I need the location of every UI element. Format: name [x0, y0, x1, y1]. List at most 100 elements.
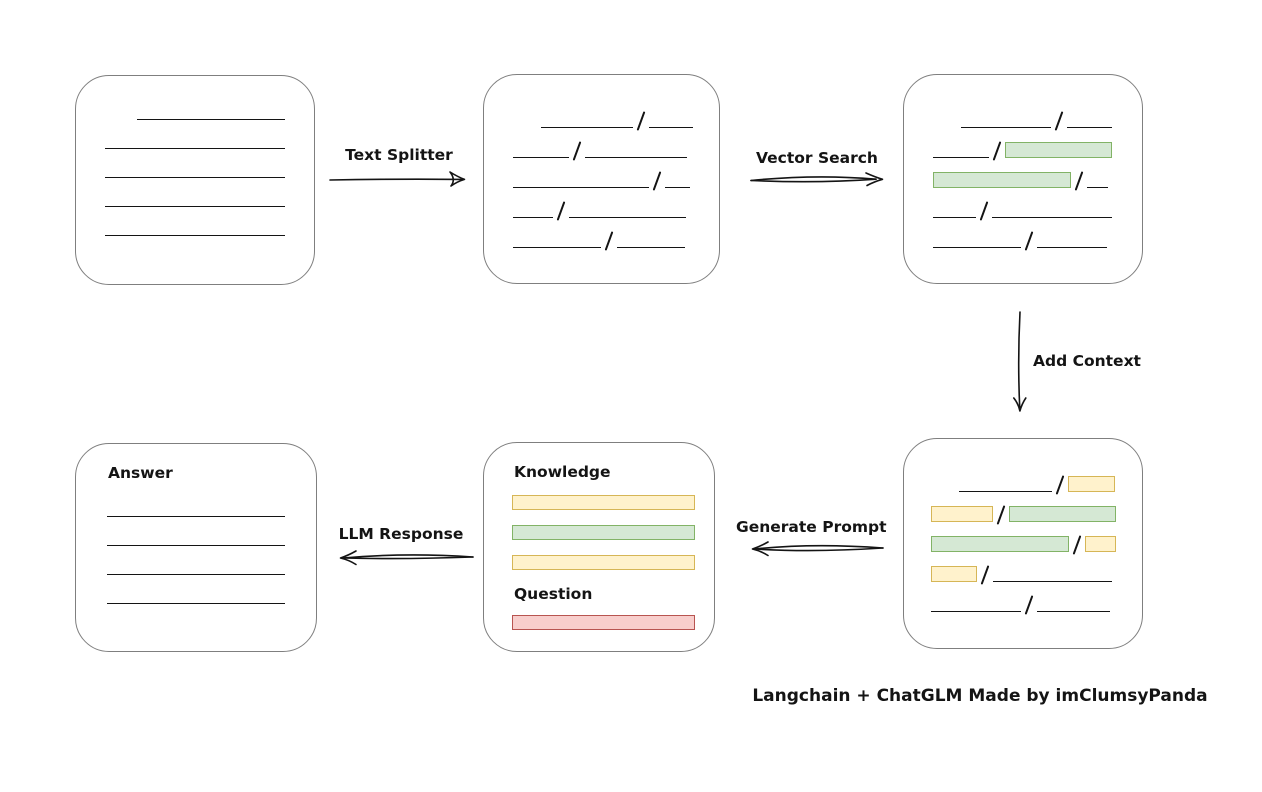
arrow-line — [342, 556, 474, 560]
text-line — [105, 148, 285, 149]
arrow-line — [342, 554, 474, 559]
slash-separator — [1024, 595, 1034, 615]
text-splitter-label: Text Splitter — [345, 146, 453, 164]
text-line — [105, 177, 285, 178]
chunk-row — [931, 535, 1142, 555]
text-line — [513, 247, 601, 248]
arrow-line — [329, 178, 464, 181]
prompt-bar-yellow — [512, 495, 695, 510]
add-context-label: Add Context — [1033, 352, 1141, 370]
slash-separator — [1024, 231, 1034, 251]
text-line — [107, 574, 285, 575]
chunk-row — [931, 565, 1142, 585]
text-line — [933, 247, 1021, 248]
knowledge-label: Knowledge — [514, 463, 611, 481]
chunk-row — [931, 475, 1142, 495]
text-line — [1037, 611, 1110, 612]
add-context-arrow — [1013, 311, 1027, 412]
chunk-row — [933, 201, 1142, 221]
text-line — [513, 217, 553, 218]
chunk-row — [933, 141, 1142, 161]
source-document-node — [75, 75, 315, 285]
text-line — [569, 217, 686, 218]
text-line — [107, 545, 285, 546]
arrow-line — [750, 176, 877, 182]
text-line — [107, 603, 285, 604]
context-chunks-node — [903, 438, 1143, 649]
text-line — [1087, 187, 1108, 188]
slash-separator — [1072, 535, 1082, 555]
slash-separator — [556, 201, 566, 221]
slash-separator — [1074, 171, 1084, 191]
arrow-head — [339, 550, 357, 566]
text-line — [617, 247, 685, 248]
arrow-line — [754, 544, 884, 550]
vector-matched-chunks-node — [903, 74, 1143, 284]
vector-search-label: Vector Search — [756, 149, 878, 167]
slash-separator — [992, 141, 1002, 161]
slash-separator — [1055, 475, 1065, 495]
chunk-yellow — [931, 506, 993, 522]
chunk-row — [931, 595, 1142, 615]
chunk-row — [513, 111, 719, 131]
text-line — [933, 217, 976, 218]
chunk-row — [933, 171, 1142, 191]
question-label: Question — [514, 585, 593, 603]
text-line — [105, 235, 285, 236]
generate-prompt-arrow — [751, 541, 884, 557]
text-line — [961, 127, 1051, 128]
chunk-green — [1005, 142, 1112, 158]
chunk-green — [933, 172, 1071, 188]
arrow-line — [754, 547, 884, 552]
slash-separator — [636, 111, 646, 131]
prompt-node: Knowledge Question — [483, 442, 715, 652]
slash-separator — [604, 231, 614, 251]
text-line — [933, 157, 989, 158]
arrow-line — [750, 178, 877, 183]
text-line — [585, 157, 687, 158]
answer-lines — [107, 516, 316, 604]
slash-separator — [980, 565, 990, 585]
text-line — [105, 206, 285, 207]
prompt-bar-red — [512, 615, 695, 630]
text-line — [137, 119, 285, 120]
arrow-line — [1017, 311, 1021, 410]
prompt-bar-yellow — [512, 555, 695, 570]
chunk-row — [933, 231, 1142, 251]
text-line — [513, 157, 569, 158]
chunk-row — [513, 141, 719, 161]
credit-caption: Langchain + ChatGLM Made by imClumsyPand… — [752, 686, 1208, 706]
prompt-bar-green — [512, 525, 695, 540]
arrow-head — [449, 171, 466, 187]
arrow-head — [865, 172, 884, 187]
llm-response-arrow — [339, 550, 474, 566]
chunk-yellow — [931, 566, 977, 582]
generate-prompt-label: Generate Prompt — [736, 518, 887, 536]
text-line — [1067, 127, 1112, 128]
answer-node: Answer — [75, 443, 317, 652]
chunk-yellow — [1085, 536, 1116, 552]
text-line — [541, 127, 633, 128]
text-line — [959, 491, 1052, 492]
slash-separator — [1054, 111, 1064, 131]
text-line — [107, 516, 285, 517]
chunk-green — [1009, 506, 1116, 522]
split-chunks-node — [483, 74, 720, 284]
chunk-row — [513, 231, 719, 251]
slash-separator — [979, 201, 989, 221]
text-line — [993, 581, 1112, 582]
text-line — [513, 187, 649, 188]
knowledge-bars — [512, 495, 714, 570]
slash-separator — [572, 141, 582, 161]
vector-search-arrow — [750, 172, 884, 187]
text-splitter-arrow — [329, 171, 466, 187]
chunk-row — [513, 201, 719, 221]
text-line — [992, 217, 1112, 218]
chunk-row — [931, 505, 1142, 525]
text-line — [665, 187, 690, 188]
chunk-row — [933, 111, 1142, 131]
arrow-head — [1013, 397, 1027, 412]
question-bars — [512, 615, 714, 630]
text-line — [1037, 247, 1107, 248]
